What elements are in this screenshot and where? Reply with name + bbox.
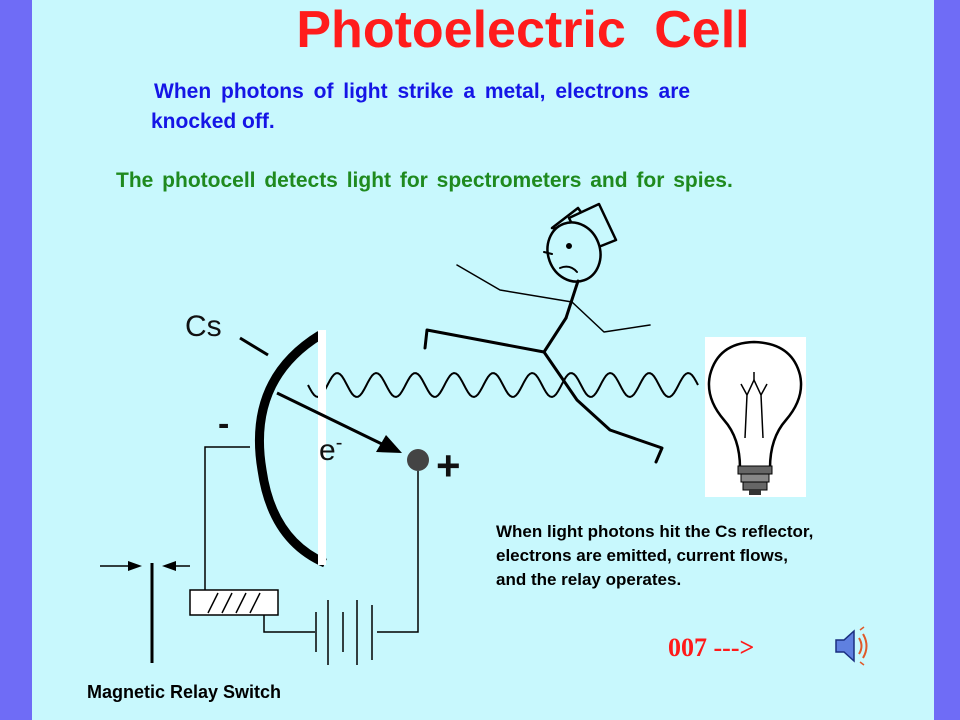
- cathode-minus-label: -: [218, 405, 230, 443]
- explanation-line-1: When light photons hit the Cs reflector,: [496, 522, 814, 541]
- cs-pointer: [239, 336, 269, 357]
- electron-arrowhead: [376, 435, 402, 453]
- electron-charge: -: [335, 432, 343, 454]
- slide: Photoelectric Cell When photons of light…: [32, 0, 934, 720]
- electron-label: e-: [319, 432, 342, 468]
- next-slide-link[interactable]: 007 --->: [668, 633, 755, 662]
- electron-arrow: [276, 391, 385, 447]
- battery-icon: [315, 600, 373, 665]
- relay-switch-label: Magnetic Relay Switch: [87, 682, 282, 702]
- page-title: Photoelectric Cell: [296, 1, 750, 59]
- photocell-diagram: [100, 202, 806, 665]
- anode-plus-label: +: [436, 442, 461, 489]
- intro-text-line-2: knocked off.: [151, 110, 275, 133]
- explanation-line-2: electrons are emitted, current flows,: [496, 546, 788, 565]
- electron-symbol: e: [319, 434, 336, 467]
- cs-reflector: [254, 331, 327, 568]
- cs-label: Cs: [185, 310, 222, 343]
- anode-dot: [407, 449, 429, 471]
- wire-cathode: [204, 446, 250, 590]
- subtitle-text: The photocell detects light for spectrom…: [116, 169, 733, 192]
- intro-text-line-1: When photons of light strike a metal, el…: [154, 80, 691, 103]
- wire-relay-battery: [263, 615, 315, 633]
- wire-anode: [377, 471, 419, 633]
- explanation-line-3: and the relay operates.: [496, 570, 682, 589]
- light-bulb-icon: [705, 337, 806, 497]
- light-wave: [307, 371, 699, 399]
- relay-coil-icon: [189, 589, 279, 616]
- relay-switch: [100, 561, 190, 663]
- reflector-backing: [318, 330, 326, 565]
- stick-figure-spy-icon: [423, 202, 664, 464]
- speaker-icon[interactable]: [830, 624, 874, 668]
